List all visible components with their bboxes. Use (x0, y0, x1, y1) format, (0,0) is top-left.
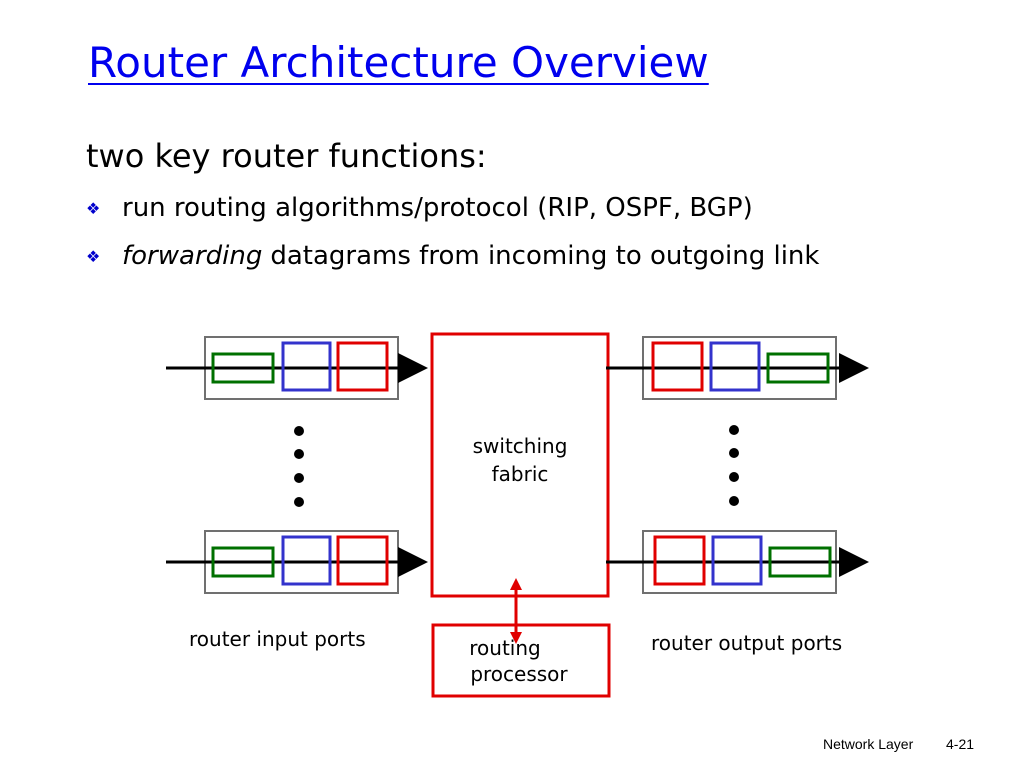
routing-processor-label-1: routing (469, 636, 540, 660)
footer-page-number: 4-21 (946, 736, 975, 752)
routing-processor-label-2: processor (470, 662, 568, 686)
queue-green (211, 352, 275, 384)
queue-green (211, 546, 275, 578)
routing-processor-box (431, 623, 611, 698)
queue-red (653, 535, 706, 586)
switching-fabric-label-1: switching (473, 434, 568, 458)
footer-chapter: Network Layer (823, 736, 914, 752)
queue-red (336, 341, 389, 392)
bullet-item-forwarding: ❖ forwarding datagrams from incoming to … (86, 241, 819, 271)
queue-green (768, 546, 832, 578)
bullet-emphasis: forwarding (122, 241, 263, 271)
output-ellipsis-dots (729, 425, 739, 506)
output-port-bottom (606, 530, 869, 594)
diamond-bullet-icon: ❖ (86, 198, 101, 218)
queue-green (766, 352, 830, 384)
switching-fabric-box (430, 332, 610, 598)
bullet-text: datagrams from incoming to outgoing link (270, 241, 820, 271)
diamond-bullet-icon: ❖ (86, 246, 101, 266)
queue-blue (711, 535, 763, 586)
queue-blue (709, 341, 761, 392)
input-ellipsis-dots (294, 426, 304, 507)
bullet-text: run routing algorithms/protocol (RIP, OS… (122, 193, 753, 223)
input-port-top (166, 336, 428, 400)
switching-fabric-label-2: fabric (492, 462, 549, 486)
input-port-bottom (166, 530, 428, 594)
bidirectional-arrow-icon (510, 578, 522, 644)
slide-title: Router Architecture Overview (88, 38, 709, 87)
queue-red (651, 341, 704, 392)
router-input-ports-label: router input ports (189, 627, 366, 651)
queue-blue (281, 341, 332, 392)
queue-red (336, 535, 389, 586)
output-port-top (606, 336, 869, 400)
bullet-item-routing: ❖ run routing algorithms/protocol (RIP, … (86, 193, 753, 223)
queue-blue (281, 535, 332, 586)
intro-text: two key router functions: (86, 137, 487, 175)
router-output-ports-label: router output ports (651, 631, 842, 655)
